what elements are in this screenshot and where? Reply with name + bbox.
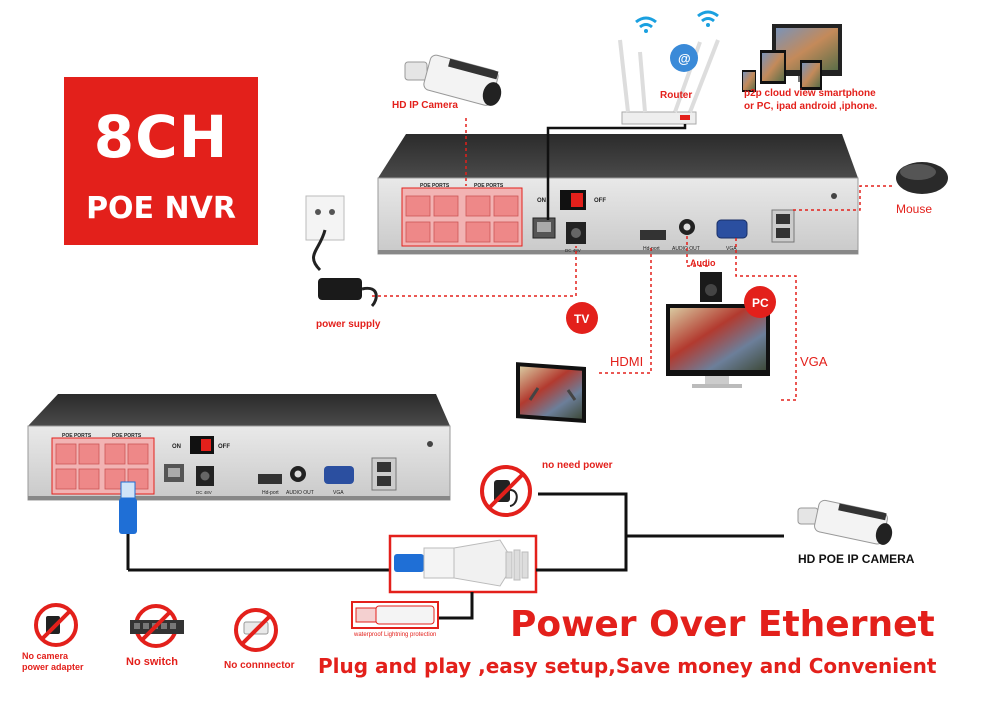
title-badge: 8CH POE NVR — [64, 77, 258, 245]
bottom-nvr: POE PORTS POE PORTS ON OFF DC 48V Hd-por… — [27, 394, 451, 501]
waterproof-frame — [351, 601, 439, 629]
bottom-poe-ports-label-2: POE PORTS — [112, 433, 142, 439]
audio-label: Audio — [690, 258, 716, 268]
bottom-dc-label: DC 48V — [196, 490, 212, 495]
top-poe-ports-label-2: POE PORTS — [474, 183, 504, 189]
no-need-power-label: no need power — [542, 460, 613, 471]
top-nvr: POE PORTS POE PORTS ON OFF DC 48V Hd-por… — [377, 134, 859, 255]
bottom-audio-port-label: AUDIO OUT — [286, 490, 314, 496]
ethernet-cable-plug — [119, 481, 137, 570]
hd-ip-camera-label: HD IP Camera — [392, 100, 458, 111]
hd-poe-ip-camera-label: HD POE IP CAMERA — [798, 552, 915, 566]
router-label: Router — [660, 90, 693, 101]
poe-coupler — [394, 539, 529, 587]
feature-no-camera-adapter-line2: power adapter — [22, 662, 84, 672]
router: @ — [618, 10, 720, 125]
tv: TV — [516, 302, 598, 423]
no-power-adapter-icon — [480, 465, 532, 517]
top-hd-ip-camera — [404, 54, 502, 106]
top-off-label: OFF — [594, 198, 606, 204]
top-vga-port-label: VGA — [726, 246, 737, 252]
no-camera-power-adapter-icon — [34, 603, 78, 647]
bottom-on-label: ON — [172, 444, 181, 450]
smart-devices — [742, 24, 842, 92]
tv-badge: TV — [574, 312, 589, 326]
vga-label: VGA — [800, 354, 828, 369]
power-supply — [305, 195, 378, 308]
cloud-label-line2: or PC, ipad android ,iphone. — [744, 101, 878, 112]
top-audio-port-label: AUDIO OUT — [672, 246, 700, 252]
feature-no-switch: No switch — [126, 656, 178, 668]
poe-coupler-frame — [388, 534, 538, 594]
feature-no-connector: No connnector — [224, 660, 295, 671]
waterproof-connector — [355, 605, 435, 625]
tagline: Plug and play ,easy setup,Save money and… — [318, 654, 937, 678]
bottom-poe-ports-label: POE PORTS — [62, 433, 92, 439]
top-poe-ports-label: POE PORTS — [420, 183, 450, 189]
bottom-hdmi-port-label: Hd-port — [262, 490, 279, 496]
badge-line2: POE NVR — [86, 191, 236, 226]
pc-badge: PC — [752, 296, 769, 310]
hdmi-label: HDMI — [610, 354, 644, 369]
svg-text:@: @ — [678, 51, 691, 66]
waterproof-label: waterproof Lightning protection — [354, 632, 437, 638]
hd-poe-ip-camera — [797, 499, 893, 545]
headline: Power Over Ethernet — [510, 604, 935, 645]
speaker — [700, 272, 722, 302]
feature-no-camera-adapter-line1: No camera — [22, 651, 69, 661]
pc-monitor: PC — [666, 286, 776, 388]
no-switch-icon — [130, 604, 184, 648]
mouse — [896, 162, 948, 194]
mouse-label: Mouse — [896, 202, 933, 216]
cloud-label-line1: p2p cloud view smartphone — [744, 88, 876, 99]
badge-line1: 8CH — [93, 103, 229, 171]
top-on-label: ON — [537, 198, 546, 204]
top-dc-label: DC 48V — [565, 248, 581, 253]
bottom-vga-port-label: VGA — [333, 490, 344, 496]
bottom-off-label: OFF — [218, 444, 230, 450]
power-supply-label: power supply — [316, 319, 381, 330]
no-connector-icon — [234, 608, 278, 652]
